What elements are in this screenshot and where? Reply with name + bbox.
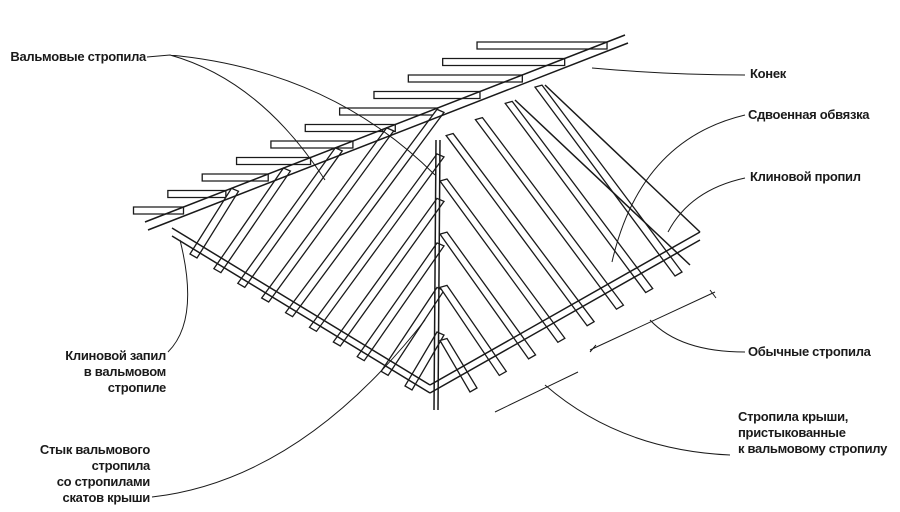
label-line: в вальмовом — [83, 364, 167, 379]
left-rafter — [332, 197, 445, 347]
right-rafter — [439, 337, 478, 393]
leader-ridge — [591, 67, 746, 76]
label-jack-rafters: Стропила крыши, пристыкованные к вальмов… — [738, 409, 887, 457]
left-rafter — [189, 187, 240, 259]
right-rafter — [438, 231, 537, 360]
back-rafter — [373, 90, 481, 100]
leader-wedge-cut — [667, 177, 746, 233]
label-hip-joint: Стык вальмового стропила со стропилами с… — [0, 442, 150, 506]
label-line: стропила — [91, 458, 151, 473]
leader-double-plate — [611, 114, 746, 263]
label-common-rafters: Обычные стропила — [748, 344, 871, 359]
back-rafter — [407, 74, 523, 83]
left-rafter — [236, 147, 344, 289]
left-rafter — [260, 127, 395, 303]
label-double-plate: Сдвоенная обвязка — [748, 107, 870, 122]
dim-jack — [494, 371, 579, 413]
label-line: к вальмовому стропилу — [738, 441, 888, 456]
label-line: Стык вальмового — [39, 442, 150, 457]
hip-rafter — [433, 139, 441, 411]
back-rafter — [442, 57, 566, 67]
left-rafter — [356, 242, 445, 362]
back-rafter — [304, 123, 396, 133]
label-ridge: Конек — [750, 66, 786, 81]
back-rafter — [270, 140, 354, 149]
label-wedge-cut: Клиновой пропил — [750, 169, 861, 184]
back-rafter — [476, 41, 608, 50]
label-line: Стропила крыши, — [738, 409, 849, 424]
label-line: пристыкованные — [738, 425, 846, 440]
leader-jack — [544, 384, 731, 456]
label-line: скатов крыши — [62, 490, 151, 505]
right-rafter — [438, 284, 508, 377]
right-rafter — [504, 100, 654, 294]
leader-hip-rafters — [146, 54, 436, 181]
back-rafter — [235, 156, 312, 166]
left-double-plate — [171, 227, 431, 394]
left-rafter — [212, 167, 292, 274]
label-line: со стропилами — [56, 474, 151, 489]
dim-common — [589, 289, 717, 353]
right-rafter — [445, 132, 596, 327]
label-line: стропиле — [107, 380, 167, 395]
right-rafter — [533, 84, 683, 277]
label-hip-wedge-cut: Клиновой запил в вальмовом стропиле — [0, 348, 166, 396]
right-double-plate — [429, 231, 701, 394]
label-hip-rafters: Вальмовые стропила — [10, 49, 146, 64]
leader-hip-wedge — [167, 239, 189, 353]
leader-common — [649, 319, 746, 353]
leader-hip-joint — [151, 319, 426, 498]
right-rafter — [474, 116, 625, 310]
ridge-beam — [144, 34, 629, 231]
left-rafter — [308, 153, 446, 333]
left-rafter — [284, 108, 446, 318]
common-rafter-right — [514, 84, 701, 266]
back-rafter — [201, 173, 269, 182]
label-line: Клиновой запил — [65, 348, 166, 363]
right-rafter — [438, 178, 566, 344]
